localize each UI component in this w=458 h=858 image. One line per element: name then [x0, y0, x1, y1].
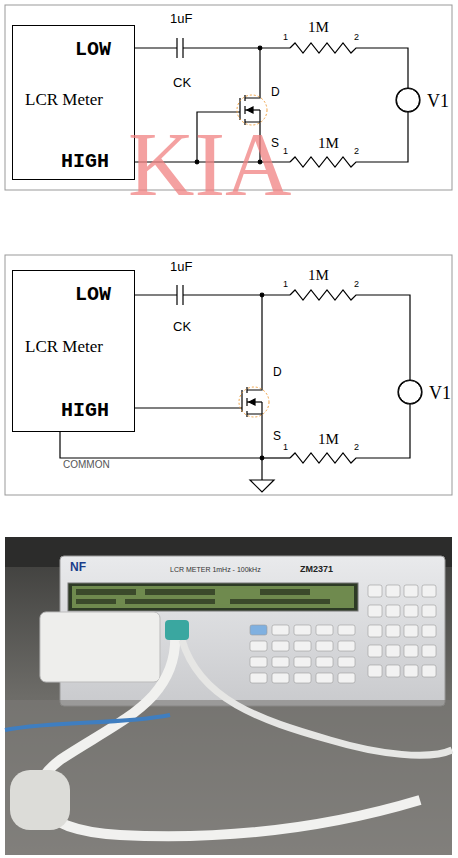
panel-border: [5, 255, 452, 495]
terminal-name: HIGH: [61, 399, 109, 422]
value-label: 1uF: [170, 12, 192, 25]
pin-name: D: [270, 86, 281, 98]
value-label: 1M: [318, 136, 339, 151]
value-label: 1M: [308, 20, 329, 35]
meter-box: LOW LCR MeterHIGH: [12, 25, 135, 180]
value-label: 1M: [308, 268, 329, 283]
pin-number: 2: [354, 147, 359, 156]
part-name: CK: [172, 320, 192, 333]
terminal-name: HIGH: [61, 150, 109, 173]
brand-logo: NF: [70, 561, 86, 573]
watermark: KIA: [128, 118, 292, 210]
pin-name: D: [272, 366, 283, 378]
source-name: V1: [429, 383, 451, 404]
part-name: CK: [172, 76, 192, 89]
terminal-name: LOW: [75, 283, 111, 306]
device-name: LCR Meter: [25, 90, 103, 110]
pin-number: 1: [283, 280, 288, 289]
model-number: ZM2371: [300, 565, 333, 574]
pin-number: 1: [283, 443, 288, 452]
pin-number: 1: [283, 33, 288, 42]
source-name: V1: [427, 91, 449, 112]
photo: [5, 537, 452, 855]
voltage-source: V1: [398, 380, 422, 404]
value-label: 1M: [318, 432, 339, 447]
pin-number: 2: [354, 443, 359, 452]
voltage-source: V1: [396, 88, 420, 112]
value-label: 1uF: [170, 260, 192, 273]
device-name: LCR Meter: [25, 337, 103, 357]
pin-name: S: [272, 430, 282, 442]
pin-number: 2: [354, 33, 359, 42]
highlight: [239, 387, 269, 417]
device-text: LCR METER 1mHz - 100kHz: [170, 566, 261, 573]
pin-number: 2: [354, 280, 359, 289]
net-name: COMMON: [62, 460, 111, 470]
meter-box: LOW LCR MeterHIGH: [12, 270, 135, 432]
terminal-name: LOW: [75, 38, 111, 61]
